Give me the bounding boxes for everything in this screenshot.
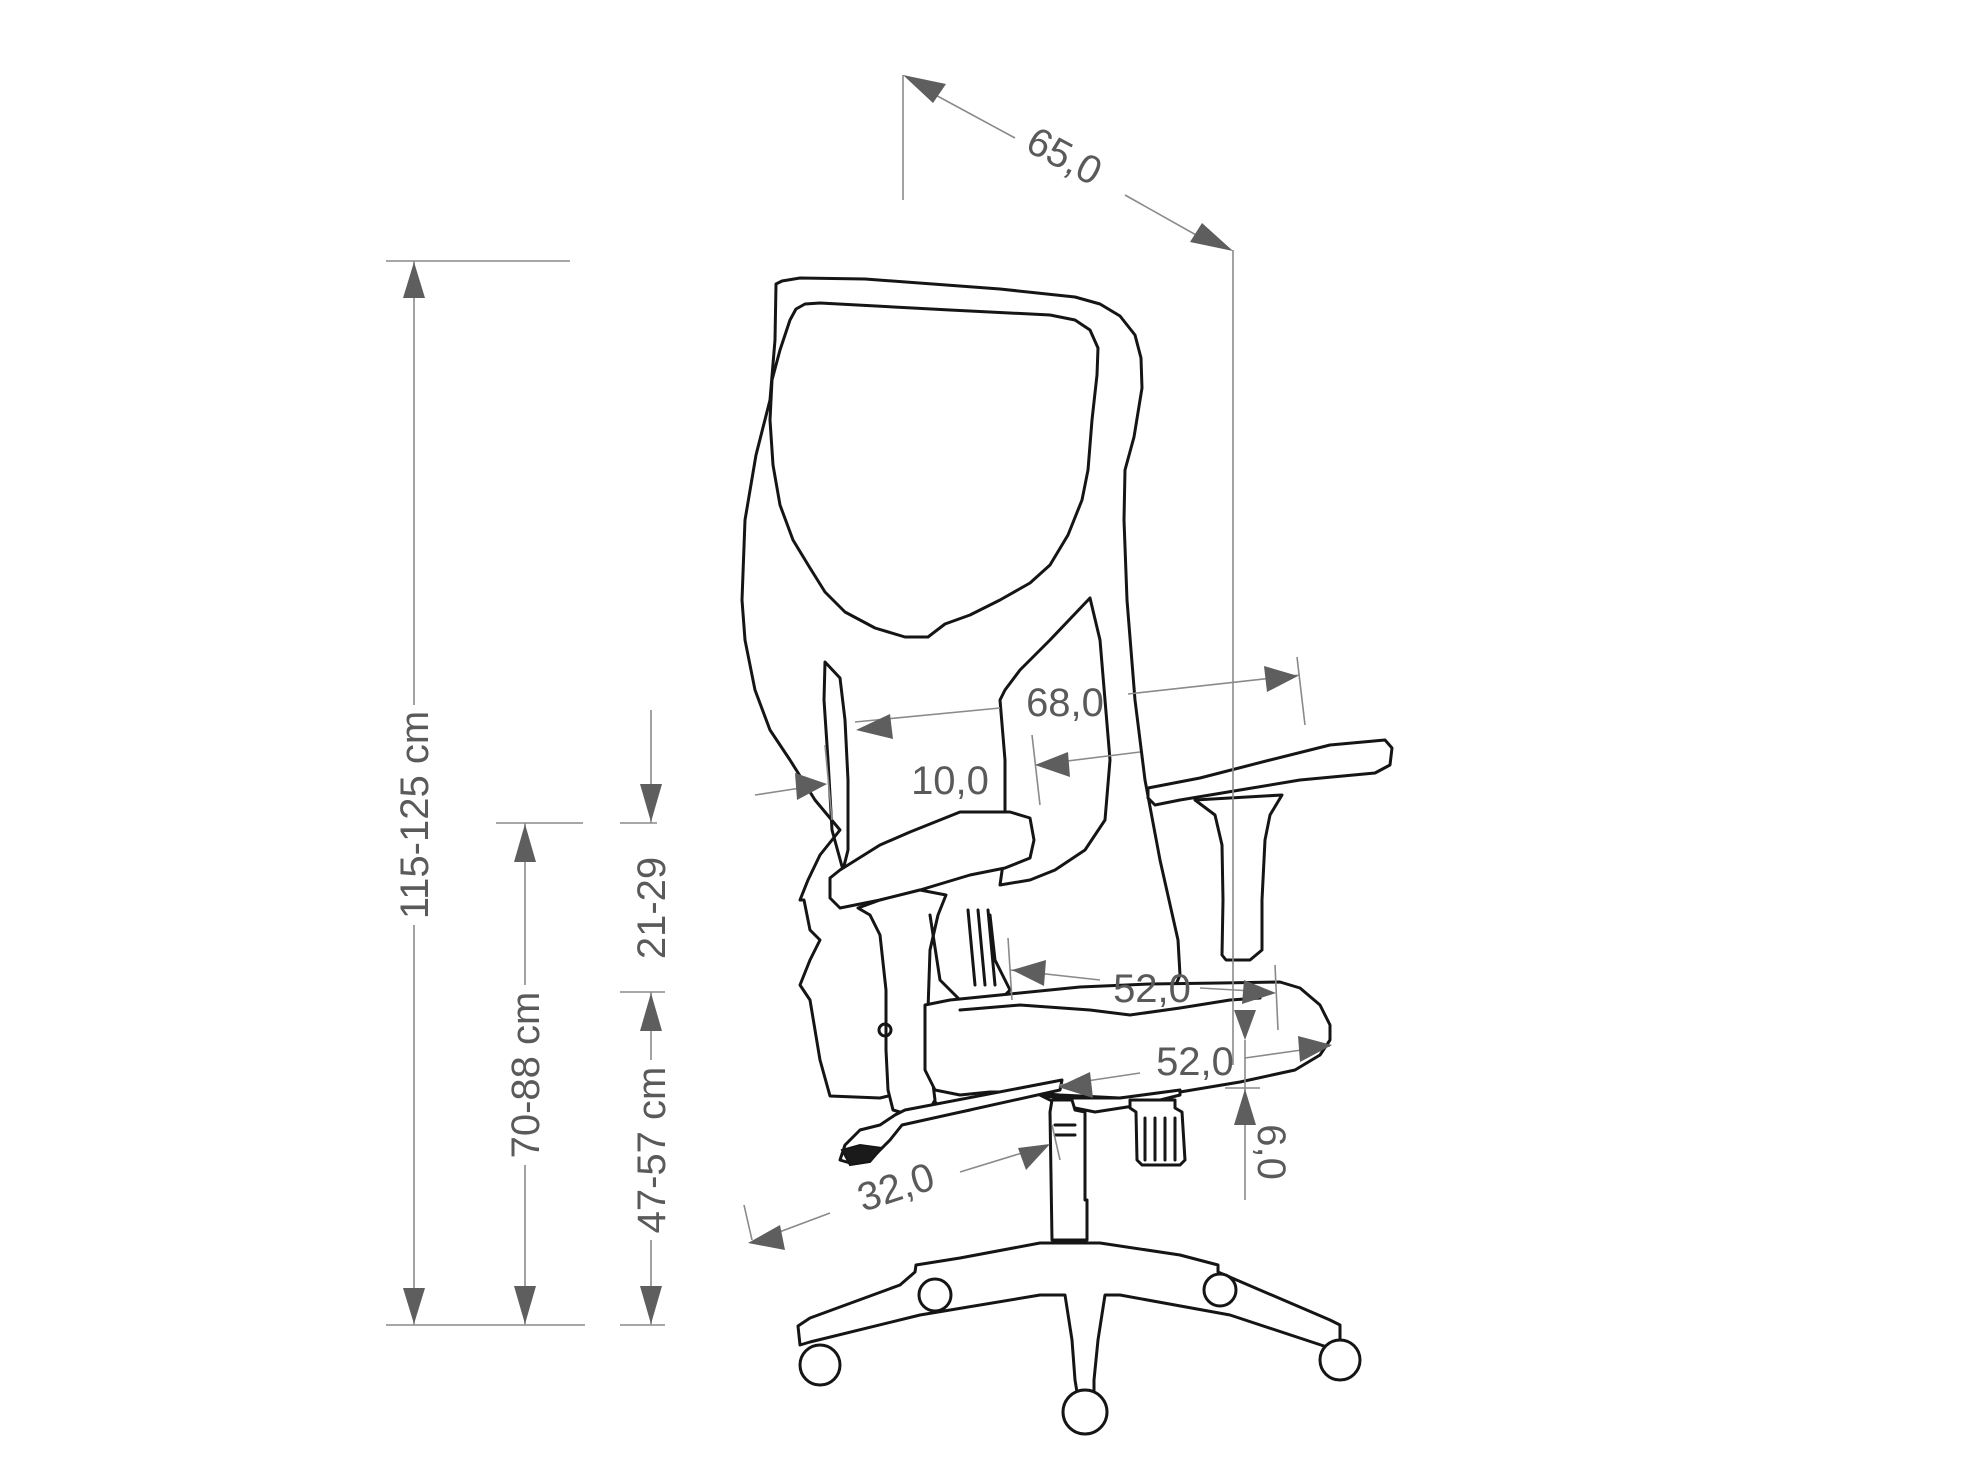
dim-backrest-thickness: 10,0 [754,734,1141,821]
arrowhead-icon [795,773,827,800]
gas-cylinder-lines [1053,1123,1077,1137]
dim-label-seat-thickness: 6,0 [1249,1124,1293,1180]
tilt-lever [838,1078,1064,1165]
dim-seat-height: 47-57 cm [620,992,674,1326]
backrest-mesh-panel [768,301,1100,639]
dim-label-backrest-thickness: 10,0 [911,759,989,803]
arrowhead-icon [514,1286,536,1324]
dim-seat-width: 52,0 [1007,937,1279,1031]
arrowhead-icon [1190,223,1233,251]
dim-label-base-radius: 32,0 [852,1155,940,1221]
arrowhead-icon [640,784,662,822]
dim-armrest-height: 70-88 cm [496,822,583,1325]
arrowhead-icon [1012,960,1046,986]
caster-front-center [1061,1388,1109,1436]
backrest-spine-lines [966,908,997,987]
casters [798,1272,1362,1436]
armrest-left-pad [828,810,1036,910]
base-star [796,1241,1342,1400]
lumbar-cutout-left [822,660,850,872]
dim-label-seat-width: 52,0 [1113,967,1191,1011]
caster-front-left [798,1343,842,1387]
armrest-right-pad [1146,738,1394,807]
lumbar-cutout-right [998,596,1112,887]
dim-label-armrest-width: 68,0 [1026,681,1104,725]
arrowhead-icon [903,75,946,103]
dim-label-seat-depth: 52,0 [1156,1040,1234,1084]
caster-front-right [1318,1338,1362,1382]
tension-knob [1128,1098,1187,1167]
dim-base-radius: 32,0 [743,1124,1061,1250]
arrowhead-icon [1058,1072,1093,1098]
arrowhead-icon [640,993,662,1031]
arrowhead-icon [856,714,893,739]
arrowhead-icon [1035,752,1070,777]
dim-label-depth-total: 65,0 [1019,119,1108,194]
dim-armrest-above-seat: 21-29 [620,710,674,993]
caster-back-left [917,1277,953,1313]
arrowhead-icon [1018,1144,1050,1170]
dim-height-total: 115-125 cm [386,260,585,1326]
dim-label-armrest-height: 70-88 cm [504,992,548,1159]
gas-cylinder [1048,1098,1089,1242]
arrowhead-icon [748,1225,785,1250]
arrowhead-icon [640,1286,662,1324]
tension-knob-grooves [1143,1116,1177,1162]
dim-seat-depth: 52,0 [1058,1036,1332,1098]
dim-seat-thickness: 6,0 [1225,1010,1293,1200]
arrowhead-icon [403,262,425,298]
dim-armrest-width: 68,0 [854,656,1306,739]
dim-label-seat-height: 47-57 cm [630,1067,674,1234]
seat-cushion [923,980,1332,1100]
arrowhead-icon [1298,1036,1332,1062]
dim-label-armrest-above-seat: 21-29 [630,857,674,959]
tilt-lever-grip [840,1143,884,1167]
dim-label-height-total: 115-125 cm [393,711,437,919]
arrowhead-icon [403,1288,425,1324]
arrowhead-icon [1234,1089,1256,1125]
arrowhead-icon [1242,980,1276,1004]
chair-illustration [740,276,1394,1436]
dimension-annotations: 65,0 115-125 cm 70-88 cm 21-2 [386,75,1332,1326]
arrowhead-icon [1234,1010,1256,1040]
seat-crease [958,996,1262,1017]
arrowhead-icon [1264,666,1298,692]
caster-back-right [1202,1272,1238,1308]
armrest-left-knob [877,1022,893,1038]
arrowhead-icon [514,824,536,862]
armrest-right-post [1193,793,1284,962]
